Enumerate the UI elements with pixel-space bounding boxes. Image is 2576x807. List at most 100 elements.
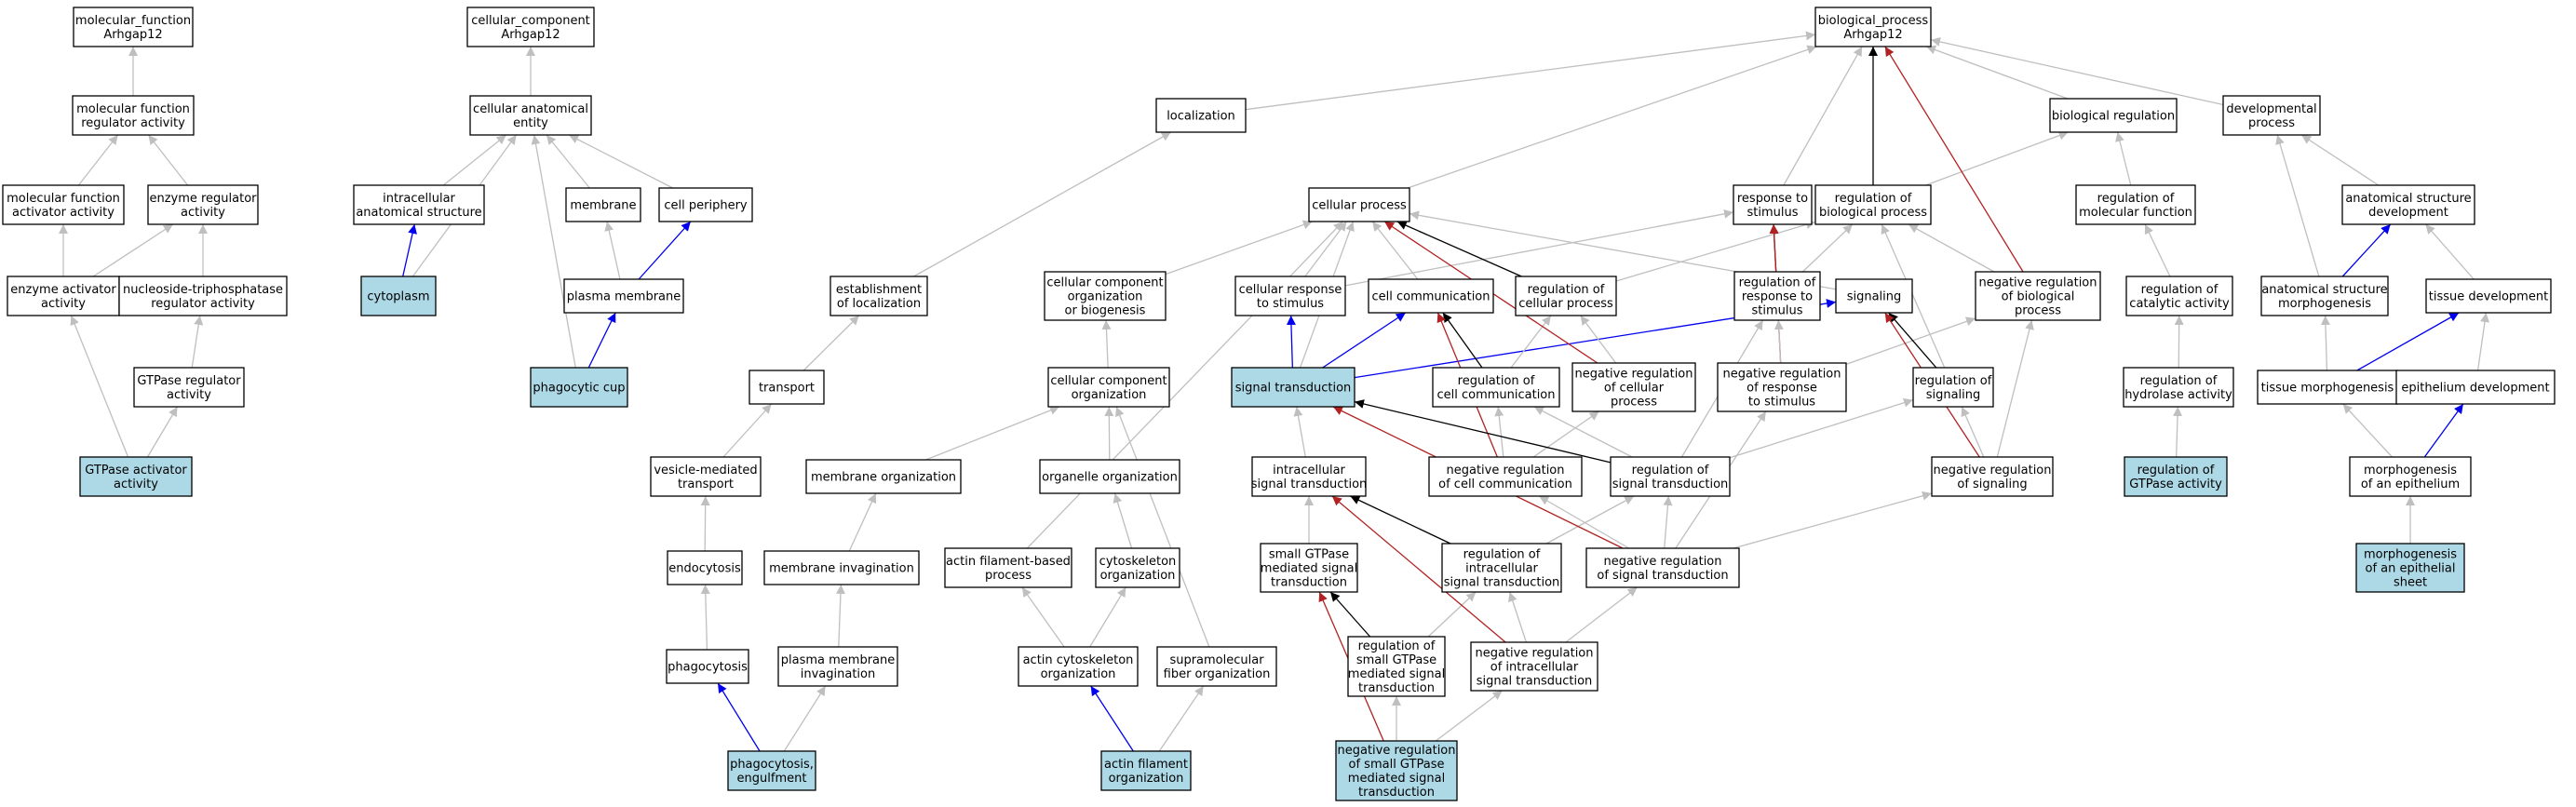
edge-rrs-to-rbp bbox=[1801, 223, 1854, 273]
node-label-line: biological regulation bbox=[2052, 110, 2175, 124]
node-ccomm: cell communication bbox=[1368, 278, 1494, 314]
edge-cp-to-bp bbox=[1407, 45, 1817, 189]
edge-memorg-to-cco bbox=[925, 406, 1060, 461]
node-box bbox=[650, 456, 762, 497]
node-box bbox=[763, 550, 920, 585]
node-label-line: intracellular bbox=[1465, 562, 1538, 576]
node-box bbox=[1044, 271, 1167, 321]
node-label-line: activity bbox=[167, 388, 211, 402]
node-label-line: organization bbox=[1100, 569, 1176, 583]
node-label-line: actin cytoskeleton bbox=[1023, 653, 1134, 667]
node-label-line: actin filament-based bbox=[946, 555, 1071, 569]
node-label-line: molecular function bbox=[2079, 206, 2192, 220]
node-label-line: process bbox=[1611, 396, 1657, 410]
node-ed: epithelium development bbox=[2395, 370, 2556, 405]
node-box bbox=[1432, 367, 1560, 408]
node-label-line: signal transduction bbox=[1251, 477, 1368, 491]
node-label-line: anatomical structure bbox=[2345, 192, 2471, 206]
edge-tm-to-td bbox=[2356, 312, 2460, 371]
node-box bbox=[147, 184, 259, 225]
node-label-line: small GTPase bbox=[1269, 548, 1349, 562]
node-label-line: vesicle-mediated bbox=[654, 464, 757, 477]
node-label-line: plasma membrane bbox=[567, 290, 681, 304]
edge-rgtpa-to-rha bbox=[2173, 406, 2183, 458]
node-label-line: cell periphery bbox=[664, 199, 748, 213]
edge-nrist-to-ist bbox=[1331, 495, 1506, 643]
edge-acysko-to-cysko bbox=[1089, 586, 1126, 648]
node-label-line: regulation of bbox=[2141, 283, 2219, 297]
node-label-line: signal transduction bbox=[1444, 576, 1560, 590]
node-label-line: cellular response bbox=[1239, 283, 1342, 297]
node-box bbox=[353, 184, 485, 225]
node-box bbox=[2260, 276, 2389, 316]
edge-rts-to-bp bbox=[1783, 46, 1863, 186]
node-box bbox=[1428, 456, 1583, 497]
node-label-line: of cell communication bbox=[1438, 477, 1572, 491]
node-box bbox=[2124, 456, 2228, 497]
node-label-line: regulator activity bbox=[81, 116, 185, 130]
node-box bbox=[1039, 459, 1180, 494]
edge-moe-to-ed bbox=[2423, 403, 2464, 458]
edge-ccob-to-cp bbox=[1165, 220, 1314, 276]
edge-nrcc-to-nrcp bbox=[1532, 410, 1599, 458]
node-label-line: organization bbox=[1072, 388, 1147, 402]
node-td: tissue development bbox=[2425, 278, 2552, 314]
node-label-line: cellular_component bbox=[471, 14, 590, 28]
node-label-line: membrane organization bbox=[811, 471, 956, 485]
node-label-line: enzyme regulator bbox=[149, 192, 257, 206]
edge-rst-to-rsig bbox=[1729, 397, 1914, 459]
node-label-line: GTPase regulator bbox=[137, 374, 241, 388]
node-label-line: of signaling bbox=[1957, 477, 2027, 491]
edge-rcp-to-cp bbox=[1396, 221, 1522, 277]
node-box bbox=[1470, 641, 1598, 692]
node-label-line: cellular component bbox=[1046, 276, 1163, 290]
edge-endo-to-vmt bbox=[700, 495, 710, 552]
node-label-line: invagination bbox=[801, 667, 875, 681]
node-box bbox=[565, 187, 641, 222]
edge-nrsig-to-nrbp bbox=[1996, 319, 2034, 458]
node-box bbox=[1931, 456, 2054, 497]
node-label-line: biological process bbox=[1819, 206, 1927, 220]
node-memb: membrane bbox=[565, 187, 641, 222]
edge-rsig-to-rbp bbox=[1881, 223, 1946, 369]
node-label-line: of small GTPase bbox=[1349, 758, 1445, 772]
node-box bbox=[1251, 456, 1367, 497]
node-label-line: negative regulation bbox=[1603, 555, 1721, 569]
node-box bbox=[1912, 367, 1994, 408]
node-box bbox=[2123, 367, 2234, 408]
node-label-line: sheet bbox=[2394, 576, 2427, 590]
edge-tm-to-asm bbox=[2320, 315, 2330, 371]
node-label-line: Arhgap12 bbox=[103, 28, 162, 42]
node-label-line: biological_process bbox=[1818, 14, 1929, 28]
node-meminv: membrane invagination bbox=[763, 550, 920, 585]
node-label-line: negative regulation bbox=[1722, 368, 1841, 382]
node-label-line: membrane invagination bbox=[769, 562, 914, 576]
node-label-line: regulation of bbox=[1739, 276, 1816, 290]
edge-cper-to-cae bbox=[568, 134, 674, 189]
node-box bbox=[133, 367, 245, 408]
node-label-line: small GTPase bbox=[1356, 653, 1436, 667]
node-label-line: establishment bbox=[836, 283, 922, 297]
node-box bbox=[1234, 276, 1346, 316]
node-label-line: process bbox=[2248, 116, 2295, 130]
edge-rmf-to-breg bbox=[2115, 131, 2132, 186]
node-box bbox=[944, 547, 1072, 588]
node-label-line: molecular function bbox=[7, 192, 120, 206]
node-box bbox=[1155, 98, 1247, 133]
node-box bbox=[1335, 740, 1458, 801]
node-label-line: nucleoside-triphosphatase bbox=[123, 283, 283, 297]
